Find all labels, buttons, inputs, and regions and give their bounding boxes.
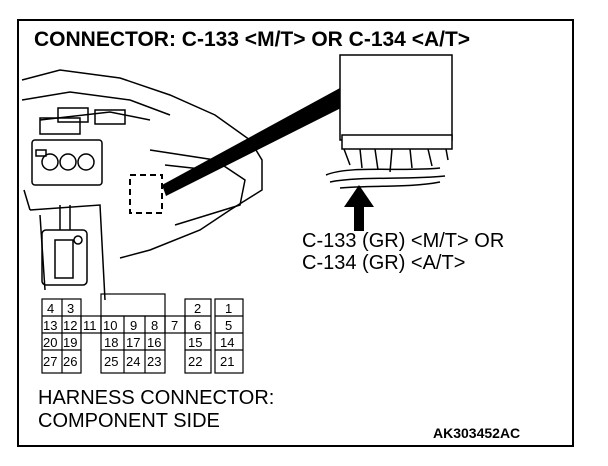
- pin-5: 5: [225, 318, 232, 333]
- pin-21: 21: [220, 354, 234, 369]
- pin-grid: [41, 293, 244, 374]
- callout-wedge: [162, 88, 345, 196]
- connector-location-marker: [129, 174, 163, 214]
- pin-16: 16: [147, 335, 161, 350]
- pin-26: 26: [63, 354, 77, 369]
- connector-unit: [325, 54, 453, 189]
- pin-18: 18: [104, 335, 118, 350]
- pin-13: 13: [43, 318, 57, 333]
- pin-24: 24: [126, 354, 140, 369]
- pin-2: 2: [194, 301, 201, 316]
- arrow-icon: [344, 185, 374, 231]
- pin-20: 20: [43, 335, 57, 350]
- diagram-frame: [17, 19, 574, 447]
- pin-4: 4: [47, 301, 54, 316]
- pin-19: 19: [63, 335, 77, 350]
- diagram-title: CONNECTOR: C-133 <M/T> OR C-134 <A/T>: [34, 28, 471, 51]
- harness-label-line-2: COMPONENT SIDE: [38, 410, 220, 432]
- pin-23: 23: [147, 354, 161, 369]
- harness-label-line-1: HARNESS CONNECTOR:: [38, 387, 275, 409]
- pin-11: 11: [83, 318, 97, 333]
- pin-17: 17: [126, 335, 140, 350]
- pin-25: 25: [104, 354, 118, 369]
- pin-1: 1: [225, 301, 232, 316]
- pin-3: 3: [67, 301, 74, 316]
- connector-label-line-2: C-134 (GR) <A/T>: [302, 252, 466, 274]
- pin-7: 7: [171, 318, 178, 333]
- pin-10: 10: [103, 318, 117, 333]
- pin-22: 22: [188, 354, 202, 369]
- connector-label-line-1: C-133 (GR) <M/T> OR: [302, 230, 505, 252]
- pin-6: 6: [194, 318, 201, 333]
- pin-15: 15: [188, 335, 202, 350]
- pin-8: 8: [151, 318, 158, 333]
- pin-27: 27: [43, 354, 57, 369]
- pin-9: 9: [130, 318, 137, 333]
- dashboard-illustration: [21, 69, 263, 301]
- pin-14: 14: [220, 335, 234, 350]
- pin-12: 12: [63, 318, 77, 333]
- figure-code: AK303452AC: [433, 425, 521, 441]
